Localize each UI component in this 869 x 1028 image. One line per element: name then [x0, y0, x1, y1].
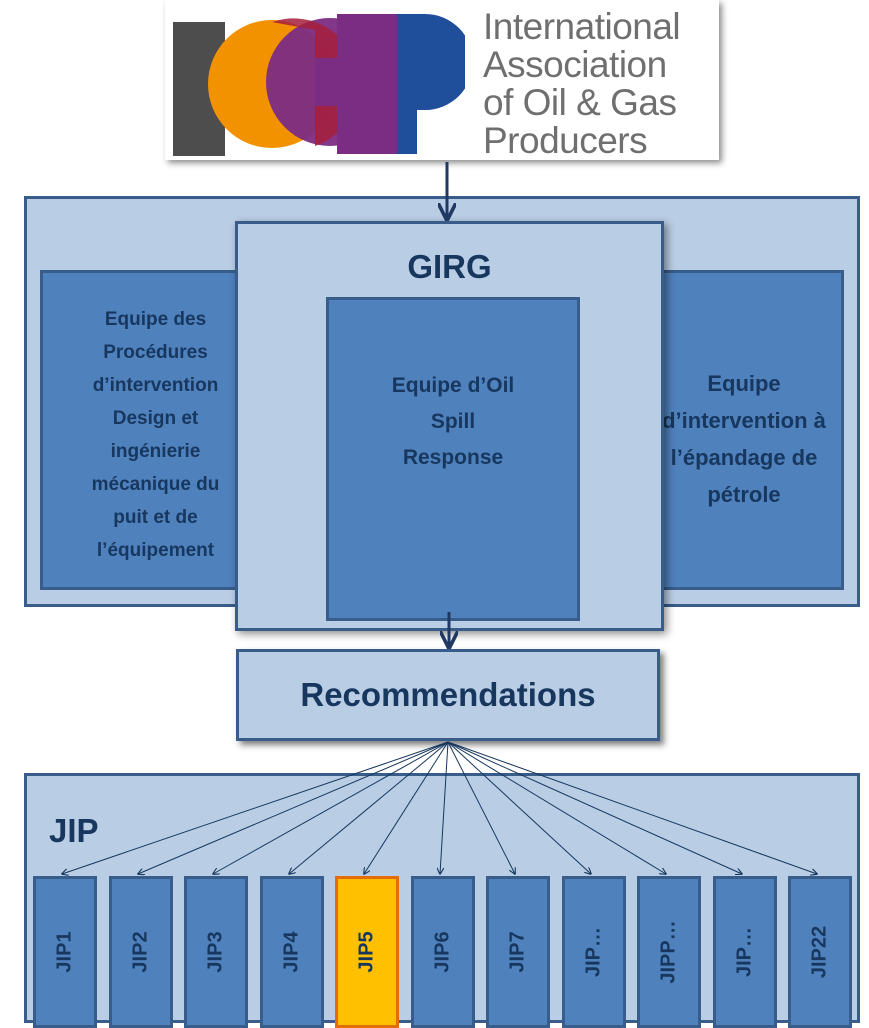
flow-arrows [447, 162, 449, 647]
iogp-logo-mark-icon [173, 14, 473, 156]
jip-box-1: JIP1 [33, 876, 97, 1028]
fan-arrow-10 [447, 741, 742, 874]
fan-arrow-3 [213, 741, 449, 874]
right-team-label: Equipe d’intervention à l’épandage de pé… [662, 371, 826, 507]
jip-title: JIP [49, 812, 99, 849]
fan-arrow-1 [62, 741, 449, 874]
left-team-label: Equipe des Procédures d’intervention Des… [91, 309, 220, 561]
recommendation-fan-arrows [62, 741, 817, 874]
jip-box-7: JIP7 [486, 876, 550, 1028]
oil-spill-team-label: Equipe d’Oil Spill Response [391, 374, 515, 469]
jip-box-9: JIPP… [637, 876, 701, 1028]
iogp-logo: International Association of Oil & Gas P… [165, 0, 719, 160]
jip-box-2: JIP2 [109, 876, 173, 1028]
oil-spill-team-box: Equipe d’Oil Spill Response [326, 297, 580, 621]
fan-arrow-4 [289, 741, 449, 874]
jip-box-6: JIP6 [411, 876, 475, 1028]
iogp-logo-text: International Association of Oil & Gas P… [483, 6, 681, 161]
fan-arrow-5 [364, 741, 449, 874]
fan-arrow-8 [447, 741, 591, 874]
girg-panel: GIRG Equipe d’Oil Spill Response [235, 221, 664, 631]
recommendations-box: Recommendations [236, 649, 660, 741]
fan-arrow-11 [447, 741, 817, 874]
fan-arrow-6 [440, 741, 449, 874]
jip-box-10: JIP… [713, 876, 777, 1028]
fan-arrow-9 [447, 741, 666, 874]
fan-arrow-7 [447, 741, 515, 874]
jip-box-11: JIP22 [788, 876, 852, 1028]
recommendations-label: Recommendations [300, 676, 596, 713]
fan-arrow-2 [138, 741, 449, 874]
jip-box-8: JIP… [562, 876, 626, 1028]
girg-title: GIRG [407, 248, 492, 285]
